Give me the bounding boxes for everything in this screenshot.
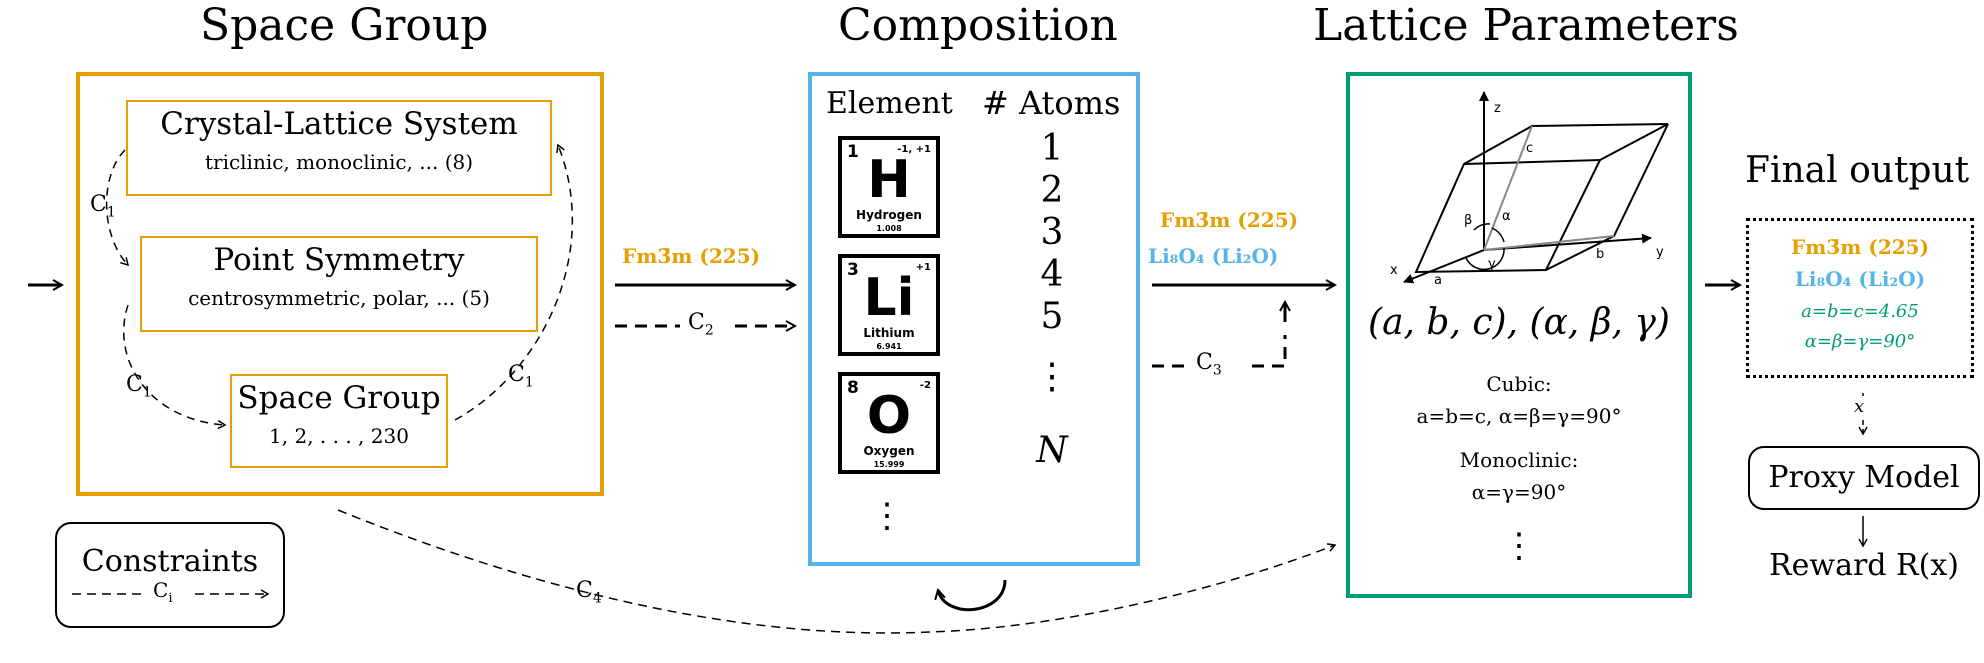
element-name: Hydrogen: [856, 208, 922, 222]
alpha-label: α: [1502, 209, 1511, 224]
reward-label: Reward R(x): [1769, 548, 1959, 583]
c1-label-right: C1: [508, 362, 534, 391]
z-axis-label: z: [1494, 101, 1501, 116]
element-name: Lithium: [863, 326, 915, 340]
crystal-lattice-detail: triclinic, monoclinic, ... (8): [204, 150, 474, 174]
composition-panel: [808, 72, 1140, 566]
composition-loop-arrow: [938, 579, 1007, 612]
atom-count-4: 4: [1040, 254, 1064, 295]
atomic-mass: 6.941: [876, 342, 902, 351]
atom-count-ellipsis: ⋮: [1034, 356, 1070, 397]
a-label: a: [1434, 273, 1442, 288]
atomic-mass: 15.999: [873, 460, 905, 469]
x-axis: [1403, 249, 1485, 284]
space-group-box-title: Space Group: [237, 380, 441, 416]
point-symmetry-title: Point Symmetry: [213, 242, 465, 278]
cubic-label: Cubic:: [1486, 372, 1552, 396]
c-vector: [1483, 125, 1533, 251]
cell-right-edges: [1545, 123, 1669, 271]
lattice-title: Lattice Parameters: [1313, 0, 1739, 51]
atom-count-2: 2: [1040, 170, 1064, 211]
proxy-model-box: Proxy Model: [1748, 446, 1980, 510]
atom-count-3: 3: [1040, 212, 1064, 253]
element-name: Oxygen: [863, 444, 915, 458]
composition-title: Composition: [838, 0, 1118, 51]
beta-arc: [1473, 223, 1491, 231]
atomic-number: 1: [847, 142, 859, 162]
atomic-number: 3: [847, 260, 859, 280]
x-label: x: [1854, 396, 1865, 417]
c4-label: C4: [576, 578, 602, 607]
final-output-title: Final output: [1745, 150, 1970, 191]
constraints-label: Ci: [153, 578, 173, 606]
space-group-panel: [76, 72, 604, 496]
c4-dashed-curve: [337, 509, 1337, 634]
comp-arrow-sg-label: Fm3̄m (225): [1160, 208, 1299, 232]
atomic-number: 8: [847, 378, 859, 398]
c-label: c: [1526, 141, 1533, 156]
c3-label: C3: [1196, 350, 1222, 379]
c1-loop-left-bottom: [123, 304, 227, 430]
constraints-title: Constraints: [81, 544, 259, 579]
b-vector: [1483, 235, 1615, 251]
cubic-rule: a=b=c, α=β=γ=90°: [1416, 404, 1622, 428]
more-elements-ellipsis: ⋮: [870, 496, 904, 536]
alpha-arc: [1491, 227, 1505, 243]
monoclinic-label: Monoclinic:: [1459, 448, 1579, 472]
constraints-box: Constraints: [55, 522, 285, 628]
oxidation-states: +1: [915, 262, 931, 273]
x-axis-label: x: [1390, 263, 1398, 278]
final-space-group: Fm3̄m (225): [1790, 235, 1930, 259]
atoms-header: # Atoms: [982, 84, 1121, 122]
element-symbol: H: [867, 150, 911, 210]
c1-loop-left-top: [105, 149, 130, 267]
y-axis-label: y: [1656, 245, 1664, 260]
element-tile-lithium: 3 +1 Li Lithium 6.941: [838, 254, 940, 356]
beta-label: β: [1464, 213, 1472, 228]
lattice-more-ellipsis: ⋮: [1502, 526, 1536, 566]
point-symmetry-detail: centrosymmetric, polar, ... (5): [188, 286, 490, 310]
gamma-arc: [1465, 247, 1505, 271]
element-header: Element: [826, 86, 953, 121]
gamma-label: γ: [1488, 257, 1496, 272]
c1-label-left-top: C1: [90, 192, 116, 221]
final-output-box: Fm3̄m (225) Li₈O₄ (Li₂O) a=b=c=4.65 α=β=…: [1746, 218, 1974, 378]
c1-loop-right: [454, 143, 573, 421]
oxidation-states: -1, +1: [897, 144, 931, 155]
final-angles: α=β=γ=90°: [1804, 331, 1916, 352]
space-group-title: Space Group: [200, 0, 489, 51]
space-group-box-detail: 1, 2, . . . , 230: [269, 424, 409, 448]
atom-count-1: 1: [1040, 128, 1064, 169]
element-tile-hydrogen: 1 -1, +1 H Hydrogen 1.008: [838, 136, 940, 238]
final-abc: a=b=c=4.65: [1801, 301, 1919, 322]
monoclinic-rule: α=γ=90°: [1471, 480, 1567, 504]
atom-count-5: 5: [1040, 296, 1064, 337]
final-formula: Li₈O₄ (Li₂O): [1794, 267, 1926, 291]
atomic-mass: 1.008: [876, 224, 902, 233]
comp-arrow-formula-label: Li₈O₄ (Li₂O): [1148, 244, 1279, 268]
lattice-params: (a, b, c), (α, β, γ): [1368, 302, 1670, 343]
c1-label-left-bottom: C1: [126, 372, 152, 401]
element-symbol: Li: [863, 268, 915, 328]
element-tile-oxygen: 8 -2 O Oxygen 15.999: [838, 372, 940, 474]
c3-dashed-path: [1152, 335, 1287, 368]
cell-top-edges: [1463, 123, 1669, 165]
crystal-lattice-box: Crystal-Lattice System triclinic, monocl…: [126, 100, 552, 196]
sg-arrow-label: Fm3̄m (225): [622, 244, 761, 268]
space-group-box: Space Group 1, 2, . . . , 230: [230, 374, 448, 468]
element-symbol: O: [866, 386, 912, 446]
oxidation-states: -2: [919, 380, 931, 391]
lattice-panel: [1346, 72, 1692, 598]
c2-label: C2: [688, 310, 714, 339]
crystal-lattice-title: Crystal-Lattice System: [160, 106, 518, 142]
b-label: b: [1596, 247, 1604, 262]
atom-count-n: N: [1036, 430, 1068, 471]
point-symmetry-box: Point Symmetry centrosymmetric, polar, .…: [140, 236, 538, 332]
unit-cell-diagram: z x y a b c α β γ: [1390, 91, 1669, 288]
